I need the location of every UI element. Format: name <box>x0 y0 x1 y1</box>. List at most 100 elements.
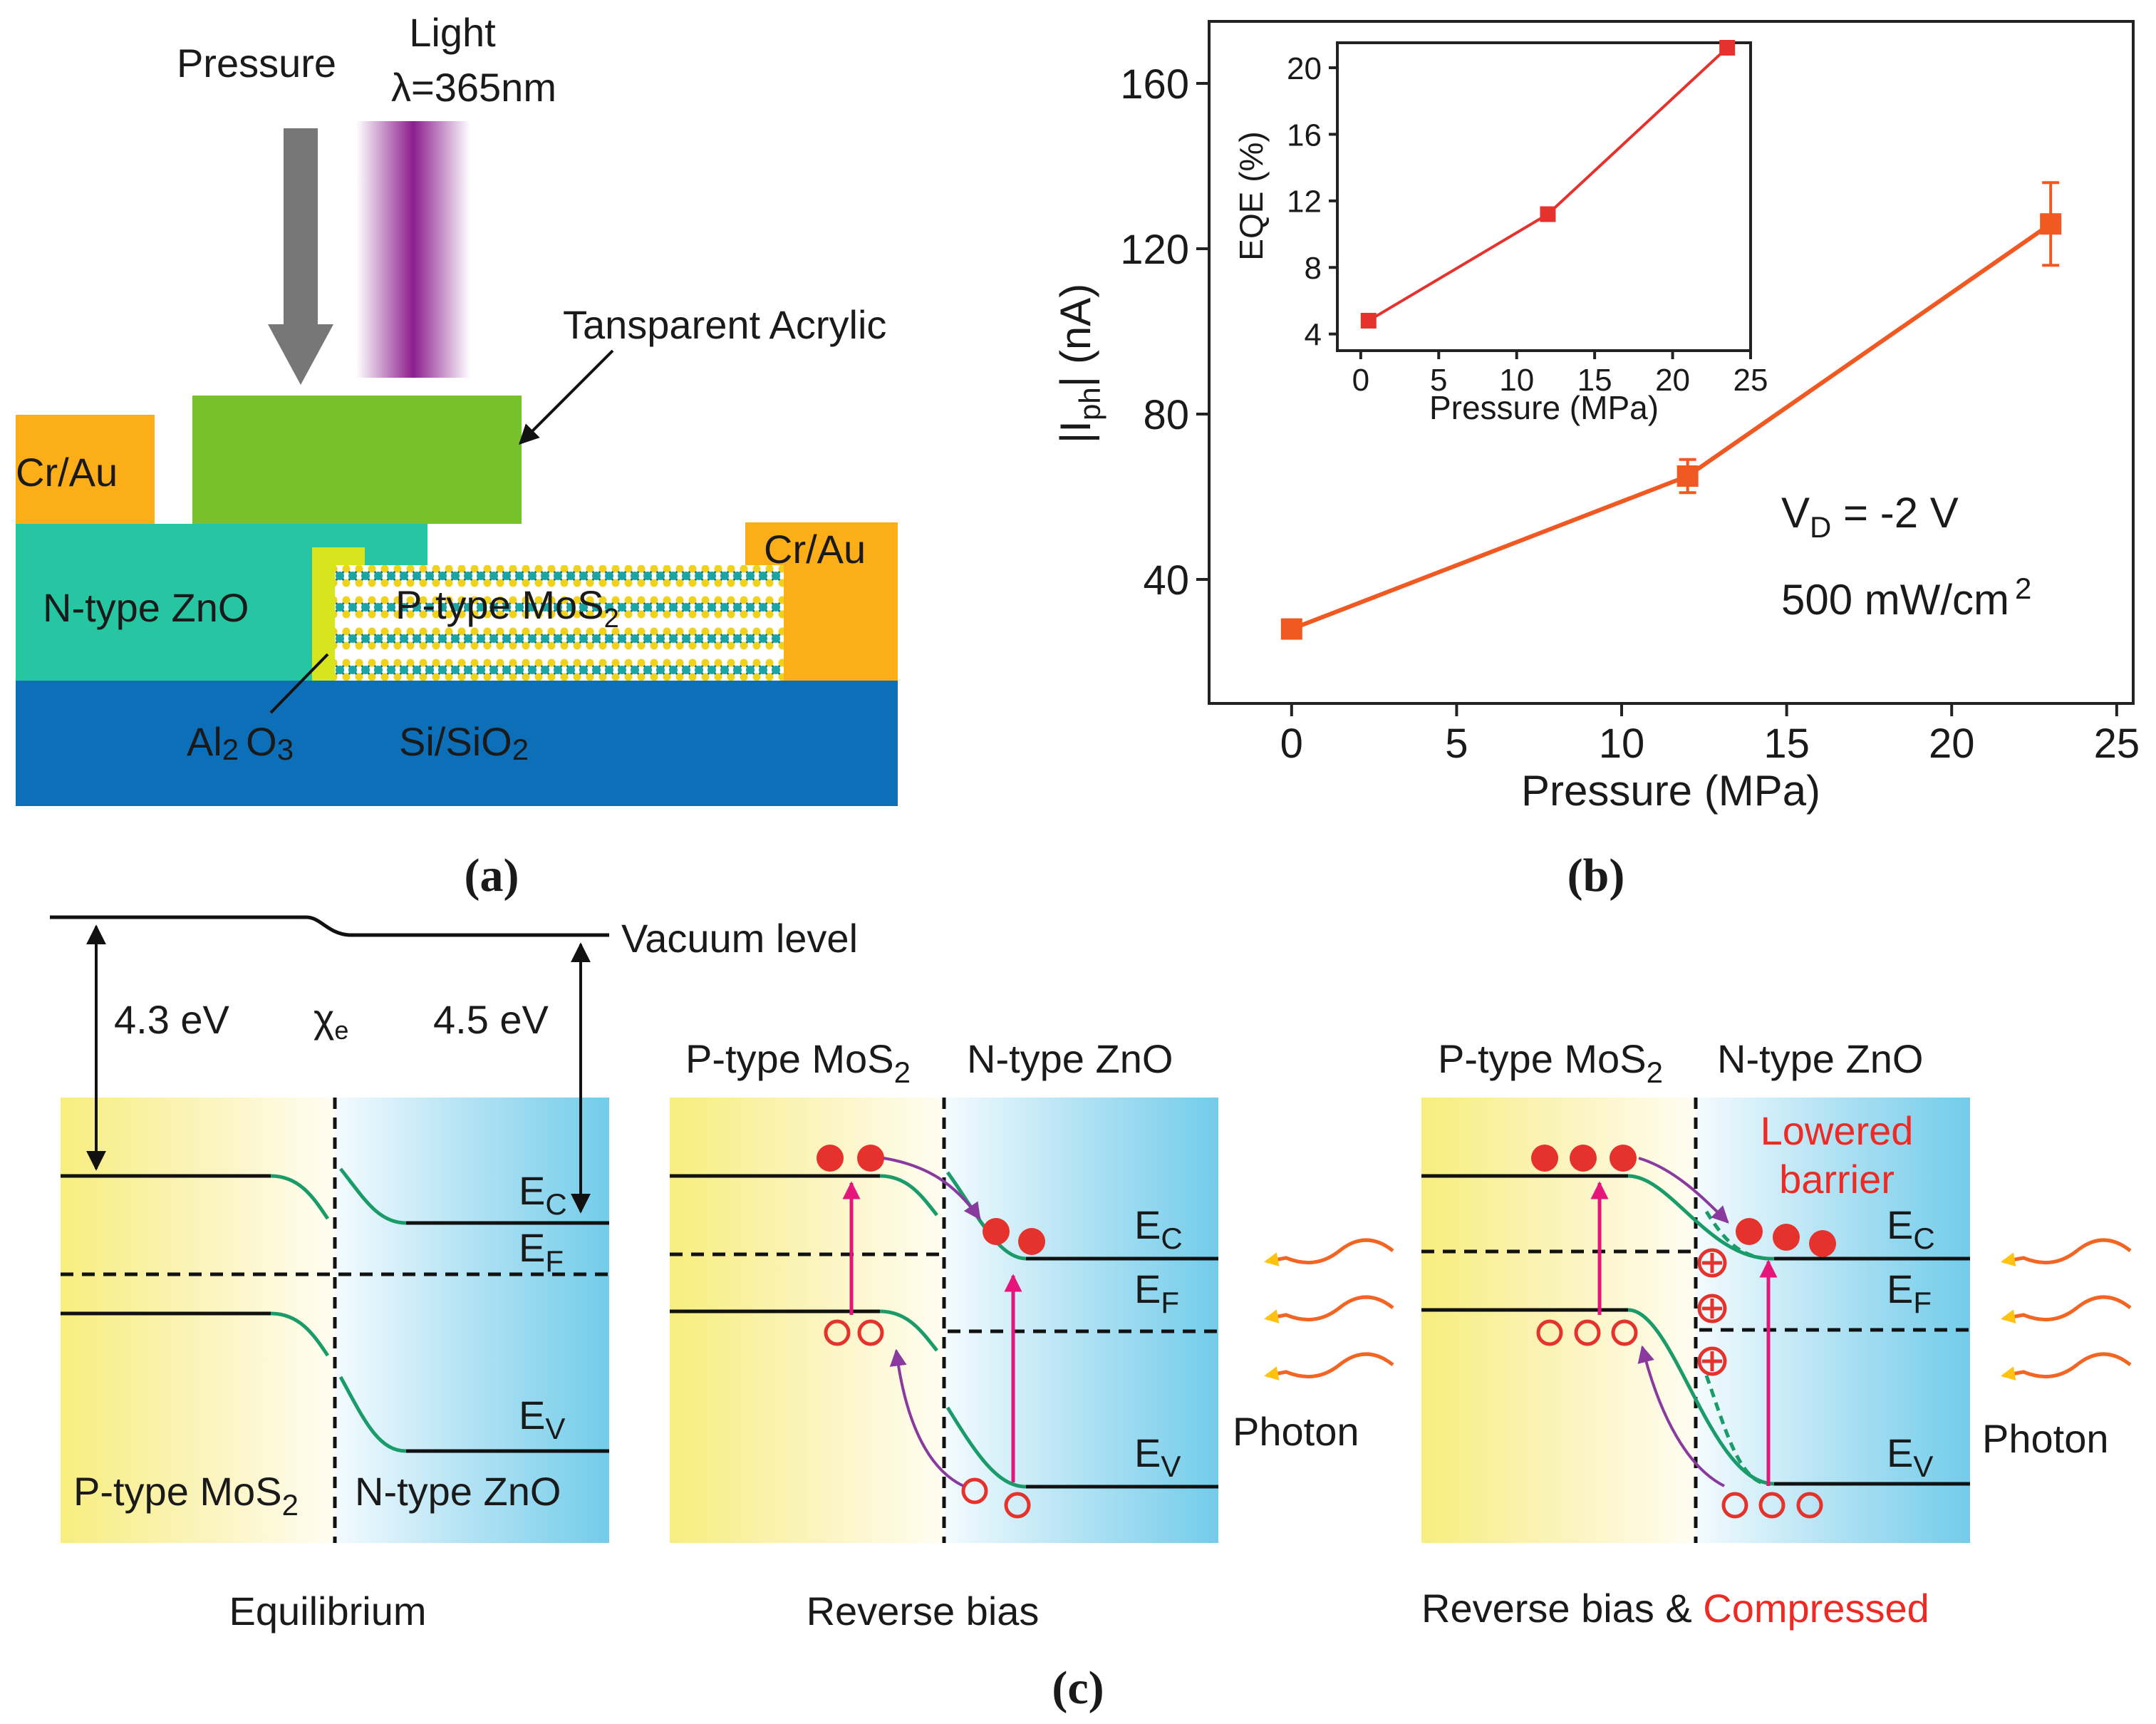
panel-a-letter: (a) <box>465 850 519 902</box>
electron <box>817 1145 844 1172</box>
data-point <box>1540 206 1556 222</box>
substrate-layer <box>16 681 898 806</box>
hole <box>1721 1492 1748 1519</box>
photon-wave <box>2001 1352 2132 1381</box>
y-tick-label: 12 <box>1287 185 1322 220</box>
hole <box>1536 1319 1563 1346</box>
conduction-band-bend-left <box>270 1174 330 1220</box>
electron <box>1773 1224 1800 1251</box>
y-tick-label: 4 <box>1305 317 1322 352</box>
zno-label: N-type ZnO <box>1717 1036 1923 1081</box>
positive-charge <box>1697 1346 1727 1376</box>
electron <box>857 1145 884 1172</box>
panel-a-device-schematic: Pressure Light λ=365nm Tansparent Acryli… <box>16 10 898 902</box>
inset-plot-frame <box>1336 41 1752 352</box>
vd-annotation: VD = -2 V <box>1781 489 1959 544</box>
x-tick-label: 25 <box>1733 363 1768 398</box>
mos2-label: P-type MoS2 <box>1438 1036 1663 1089</box>
zno-label: N-type ZnO <box>967 1036 1173 1081</box>
hole-transfer-arrow <box>889 1348 964 1487</box>
x-tick-label: 20 <box>1655 363 1690 398</box>
ec-label: EC <box>1887 1202 1935 1255</box>
data-point <box>1360 312 1377 329</box>
x-tick-label: 10 <box>1599 721 1645 767</box>
light-label: Light <box>409 10 496 55</box>
uv-light-beam <box>356 121 470 378</box>
vacuum-level-label: Vacuum level <box>621 916 858 961</box>
hole <box>961 1477 988 1504</box>
ef-label: EF <box>1134 1266 1179 1319</box>
photon-label: Photon <box>1982 1416 2109 1461</box>
x-tick-label: 0 <box>1280 721 1303 767</box>
hole <box>1574 1319 1601 1346</box>
al2o3-pointer-line <box>269 653 329 714</box>
x-tick-label: 15 <box>1763 721 1810 767</box>
photon-label: Photon <box>1233 1409 1359 1454</box>
electron <box>1018 1228 1045 1255</box>
acrylic-block <box>192 396 522 524</box>
conduction-band-original <box>1704 1210 1768 1261</box>
zno-label: N-type ZnO <box>43 585 249 630</box>
electron-transfer-arrow <box>1638 1157 1729 1224</box>
conduction-band-bend-left <box>879 1174 938 1217</box>
main-plot-area <box>1280 181 2062 640</box>
zno-region <box>335 1098 609 1543</box>
electron-transfer-arrow <box>883 1157 981 1220</box>
valence-band-original <box>1704 1375 1768 1486</box>
caption-compressed: Reverse bias & Compressed <box>1421 1586 1929 1631</box>
substrate-label: Si/SiO2 <box>399 719 529 766</box>
ec-label: EC <box>1134 1202 1183 1255</box>
hole <box>1611 1319 1638 1346</box>
x-tick-label: 25 <box>2094 721 2140 767</box>
electrode-left <box>16 415 155 524</box>
caption-equilibrium: Equilibrium <box>229 1589 427 1633</box>
y-tick-label: 8 <box>1305 251 1322 286</box>
wavelength-label: λ=365nm <box>391 65 556 110</box>
hole <box>1004 1492 1031 1519</box>
pressure-label: Pressure <box>177 41 336 86</box>
ev-label: EV <box>1887 1430 1933 1483</box>
inset-plot-area <box>1360 40 1736 329</box>
photon-wave <box>1264 1238 1394 1266</box>
valence-band-bend-right <box>338 1375 407 1453</box>
y-tick-label: 80 <box>1143 392 1189 438</box>
reverse-bias-diagram: P-type MoS2 N-type ZnO EC EF EV Photon R… <box>670 1036 1394 1633</box>
valence-band-bend-left <box>879 1309 938 1352</box>
electron <box>1570 1145 1597 1172</box>
data-point <box>2040 213 2062 235</box>
ef-label: EF <box>519 1225 564 1278</box>
caption-reverse-bias: Reverse bias <box>807 1589 1040 1633</box>
main-y-axis-label: |Iph| (nA) <box>1052 284 1106 444</box>
panel-b-letter: (b) <box>1567 850 1625 902</box>
x-tick-label: 5 <box>1445 721 1468 767</box>
positive-charge <box>1697 1294 1727 1323</box>
hole <box>824 1319 851 1346</box>
acrylic-label: Tansparent Acrylic <box>563 302 886 347</box>
electron <box>1809 1230 1836 1257</box>
x-tick-label: 0 <box>1352 363 1369 398</box>
inset-x-axis-label: Pressure (MPa) <box>1429 389 1659 426</box>
main-x-axis-label: Pressure (MPa) <box>1521 767 1820 815</box>
work-function-right-label: 4.5 eV <box>433 997 549 1042</box>
pressure-arrow-head <box>268 324 333 385</box>
electron <box>1736 1218 1763 1245</box>
valence-band-bend-left <box>270 1311 330 1357</box>
work-function-left-label: 4.3 eV <box>114 997 230 1042</box>
electron-affinity-label: χe <box>313 996 348 1045</box>
y-tick-label: 160 <box>1120 61 1189 108</box>
photon-wave <box>1264 1295 1394 1323</box>
pressure-arrow-shaft <box>284 128 318 328</box>
valence-band-bend <box>1627 1308 1775 1486</box>
vacuum-level-line <box>50 915 609 937</box>
equilibrium-diagram: Vacuum level 4.3 eV χe 4.5 eV EC EF EV P… <box>50 915 858 1633</box>
mos2-label: P-type MoS2 <box>73 1469 299 1522</box>
electron <box>1610 1145 1637 1172</box>
photon-wave <box>2001 1295 2132 1324</box>
